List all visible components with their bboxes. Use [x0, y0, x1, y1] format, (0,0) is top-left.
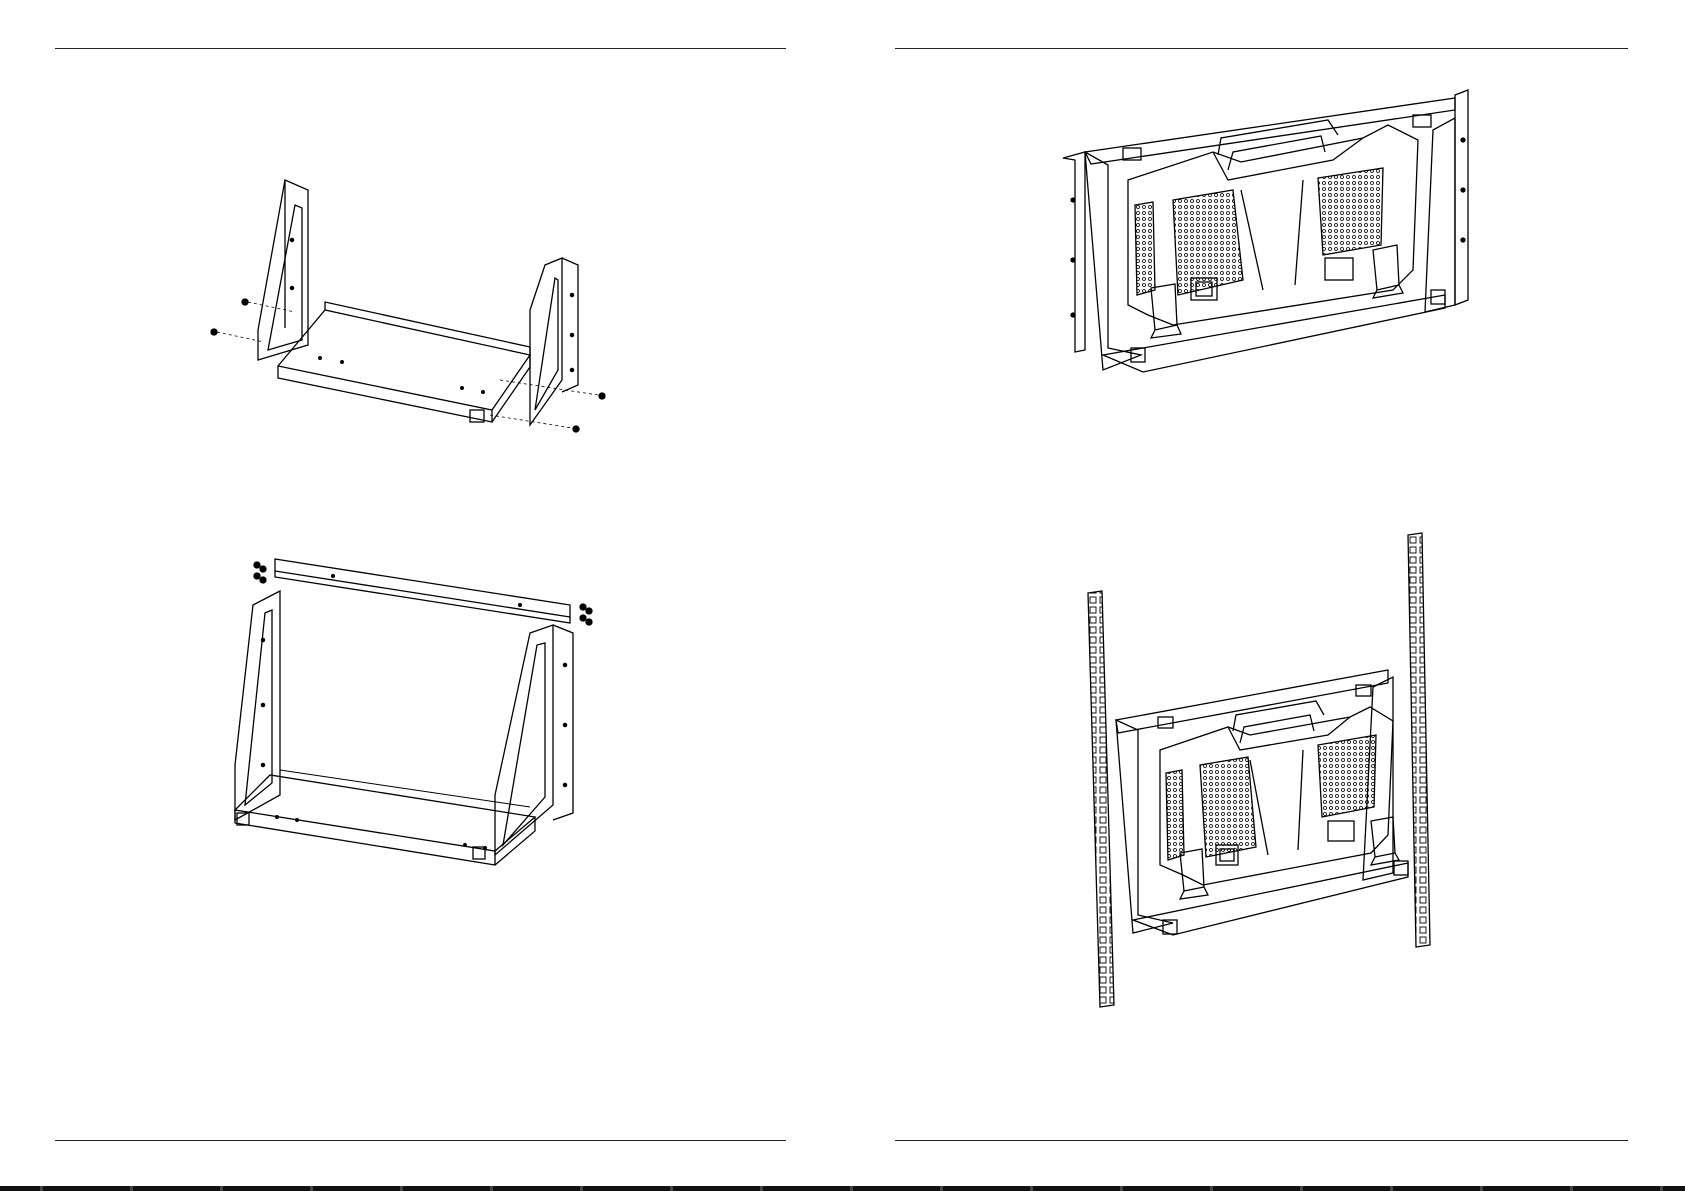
page-left: [0, 0, 842, 1191]
screw-left-lower: [211, 329, 264, 342]
vent-grille-left: [1173, 190, 1243, 295]
screw-right-lower: [490, 415, 579, 432]
vent-grille-side: [1166, 770, 1184, 860]
header-rule: [55, 48, 786, 49]
figure-bracket-assembled: [225, 555, 615, 860]
left-side-frame: [1116, 720, 1173, 933]
left-side-frame: [1085, 152, 1141, 370]
top-crossbar: [275, 559, 570, 623]
figure-instrument-mounted-in-rack: [1088, 535, 1438, 1010]
screw-right-upper: [500, 380, 605, 399]
instrument-mounted-in-rack-drawing: [1088, 535, 1438, 1010]
bracket-shelf: [1103, 295, 1445, 372]
vent-grille-right: [1318, 735, 1376, 817]
instrument-rear-panel: [1160, 701, 1393, 885]
scan-edge-strip: [0, 1186, 1685, 1191]
rear-label-plate: [1328, 821, 1354, 841]
footer-rule: [55, 1140, 786, 1141]
rack-rail-right: [1408, 533, 1430, 947]
right-side-plate: [530, 258, 578, 425]
right-side-frame: [1425, 118, 1455, 312]
vent-grille-left: [1200, 757, 1256, 857]
crossbar-clamp-right: [1413, 115, 1431, 127]
top-crossbar: [1116, 670, 1388, 733]
screw-left-upper: [242, 299, 295, 312]
footer-rule: [895, 1140, 1628, 1141]
crossbar-screws-right: [580, 604, 592, 625]
right-side-frame: [495, 625, 573, 855]
bracket-shelf: [1133, 863, 1408, 935]
vent-grille-side: [1135, 202, 1155, 295]
bracket-exploded-drawing: [200, 170, 640, 440]
rack-rail-left: [1088, 591, 1114, 1007]
header-rule: [895, 48, 1628, 49]
rear-label-plate: [1325, 258, 1353, 280]
figure-bracket-exploded: [200, 170, 640, 440]
shelf-tray: [278, 302, 530, 422]
page-right: [843, 0, 1685, 1191]
crossbar-clamp-left: [1158, 717, 1173, 728]
left-rack-ear: [1063, 152, 1085, 352]
crossbar-screws-left: [254, 562, 266, 583]
bracket-assembled-drawing: [225, 555, 615, 860]
figure-instrument-in-bracket: [1063, 90, 1483, 400]
right-rack-ear: [1455, 90, 1468, 305]
vent-grille-right: [1318, 168, 1383, 255]
carry-handle: [1218, 120, 1338, 155]
instrument-in-bracket-drawing: [1063, 90, 1483, 400]
left-side-frame: [235, 591, 280, 820]
